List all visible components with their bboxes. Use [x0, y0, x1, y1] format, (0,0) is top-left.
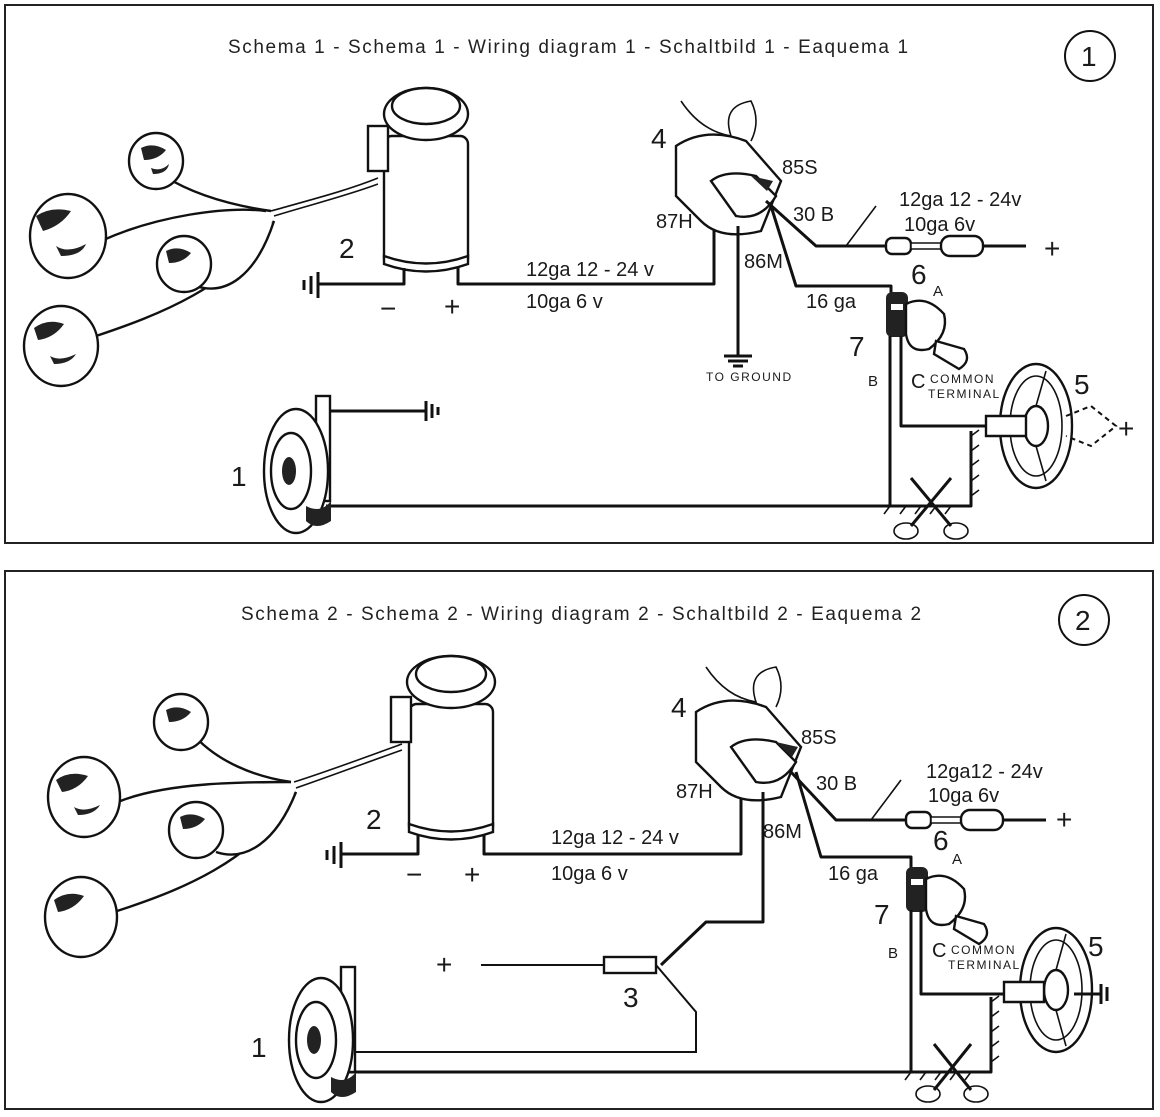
label-compressor-number: 2: [366, 804, 382, 835]
label-relay-number: 4: [651, 123, 667, 154]
label-fuse-number: 3: [623, 982, 639, 1013]
ground-symbol-icon: [302, 268, 406, 298]
diagram-1-badge-number: 1: [1081, 41, 1097, 72]
label-common: COMMON: [930, 372, 995, 386]
diagram-1-badge: 1: [1064, 30, 1116, 82]
switch-pin-c: C: [911, 371, 925, 393]
label-plus: +: [464, 859, 480, 890]
relay-icon: [674, 100, 783, 236]
fuse-positive: +: [436, 949, 452, 980]
wire-spec-right-10ga: 10ga 6v: [928, 785, 999, 807]
wire-compressor-to-relay: [456, 201, 716, 286]
label-common: COMMON: [951, 943, 1016, 957]
label-terminal: TERMINAL: [928, 387, 1001, 401]
pin-85s: 85S: [782, 157, 818, 179]
scissors-icon: [915, 1043, 989, 1103]
pin-87h: 87H: [676, 781, 713, 803]
battery-positive: +: [1044, 233, 1060, 264]
selector-switch-icon: [906, 867, 989, 946]
wire-relay-to-fuse: [659, 792, 765, 967]
electric-horn-icon: [287, 965, 357, 1104]
label-horn-number: 1: [231, 461, 247, 492]
pin-30b: 30 B: [816, 773, 857, 795]
wire-spec-right-12ga: 12ga 12 - 24v: [899, 189, 1021, 211]
switch-pin-b: B: [868, 373, 878, 390]
pin-30b: 30 B: [793, 204, 834, 226]
pin-86m: 86M: [763, 821, 802, 843]
inline-fuse-icon: [884, 234, 1026, 258]
battery-positive: +: [1056, 804, 1072, 835]
label-wheel-number: 5: [1074, 369, 1090, 400]
wire-switch-to-wheel: [919, 910, 1006, 996]
pointer-line: [870, 779, 902, 821]
electric-horn-icon: [262, 394, 332, 535]
wire-relay-30b: [764, 199, 886, 248]
diagram-2-title: Schema 2 - Schema 2 - Wiring diagram 2 -…: [241, 604, 923, 625]
wire-spec-10ga: 10ga 6 v: [526, 291, 603, 313]
label-relay-number: 4: [671, 692, 687, 723]
wire-spec-16ga: 16 ga: [806, 291, 857, 313]
trumpet-horns-icon: [43, 692, 403, 959]
wheel-positive: +: [1118, 413, 1134, 444]
wire-spec-12ga: 12ga 12 - 24 v: [551, 827, 679, 849]
wire-switch-to-wheel: [899, 336, 991, 428]
wire-switch-to-horn: [326, 336, 892, 508]
selector-switch-icon: [886, 292, 969, 371]
relay-icon: [694, 666, 803, 802]
label-compressor-number: 2: [339, 233, 355, 264]
pin-86m: 86M: [744, 251, 783, 273]
compressor-icon: [366, 86, 470, 273]
horn-ground-icon: [330, 401, 440, 421]
label-terminal: TERMINAL: [948, 958, 1021, 972]
wire-spec-10ga: 10ga 6 v: [551, 863, 628, 885]
diagram-1-canvas: Schema 1 - Schema 1 - Wiring diagram 1 -…: [22, 30, 1134, 540]
label-to-ground: TO GROUND: [706, 370, 793, 384]
relay-ground-icon: [724, 226, 752, 368]
wire-relay-30b: [789, 770, 906, 822]
scissors-icon: [893, 477, 969, 540]
chassis-ground-icon: [883, 429, 980, 515]
wire-spec-right-10ga: 10ga 6v: [904, 214, 975, 236]
pin-87h: 87H: [656, 211, 693, 233]
pin-85s: 85S: [801, 727, 837, 749]
wire-relay-86m: [769, 205, 893, 298]
wiring-diagram-1: Schema 1 - Schema 1 - Wiring diagram 1 -…: [4, 4, 1154, 544]
label-switch-7: 7: [849, 331, 865, 362]
label-switch-number: 6: [933, 825, 949, 856]
diagram-2-badge: 2: [1058, 594, 1110, 646]
wire-spec-12ga: 12ga 12 - 24 v: [526, 259, 654, 281]
chassis-ground-icon: [904, 995, 1000, 1081]
ground-symbol-icon: [325, 834, 420, 868]
inline-fuse-icon: [904, 808, 1046, 832]
wire-compressor-to-relay: [482, 767, 743, 856]
compressor-icon: [389, 654, 497, 841]
wire-spec-16ga: 16 ga: [828, 863, 879, 885]
diagram-2-badge-number: 2: [1075, 605, 1091, 636]
steering-wheel-icon: [984, 362, 1074, 490]
wiring-diagram-2: Schema 2 - Schema 2 - Wiring diagram 2 -…: [4, 570, 1154, 1110]
switch-pin-a: A: [952, 851, 962, 868]
label-switch-7: 7: [874, 899, 890, 930]
steering-wheel-icon: [1002, 926, 1109, 1054]
label-minus: −: [406, 859, 422, 890]
diagram-1-title: Schema 1 - Schema 1 - Wiring diagram 1 -…: [228, 37, 910, 58]
wire-relay-86m: [794, 771, 913, 872]
wire-spec-right-12ga: 12ga12 - 24v: [926, 761, 1043, 783]
label-wheel-number: 5: [1088, 931, 1104, 962]
switch-pin-c: C: [932, 940, 946, 962]
trumpet-horns-icon: [22, 131, 379, 388]
switch-pin-a: A: [933, 283, 943, 300]
dashed-connection: [1065, 404, 1118, 448]
label-horn-number: 1: [251, 1032, 267, 1063]
diagram-2-canvas: Schema 2 - Schema 2 - Wiring diagram 2 -…: [43, 594, 1110, 1104]
pointer-line: [845, 205, 877, 247]
label-plus: +: [444, 291, 460, 322]
switch-pin-b: B: [888, 945, 898, 962]
fuse-icon: [356, 955, 697, 1053]
label-minus: −: [380, 293, 396, 324]
label-switch-number: 6: [911, 259, 927, 290]
